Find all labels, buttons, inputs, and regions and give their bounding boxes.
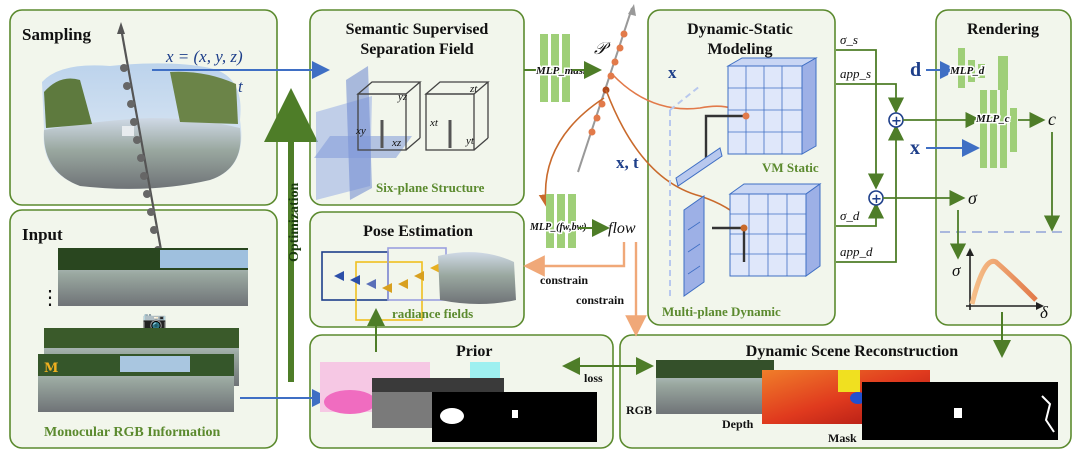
- vm-static-grid: [669, 57, 818, 300]
- radiance-fields-label: radiance fields: [392, 306, 473, 321]
- six-plane-structure: [314, 66, 490, 200]
- plane-xt: xt: [429, 117, 439, 129]
- mlp-fwbw-label: MLP_(fw,bw): [529, 222, 587, 233]
- optimization-label: Optimization: [287, 182, 302, 262]
- plane-xz: xz: [391, 137, 402, 149]
- delta-axis-label: δ: [1040, 303, 1049, 322]
- plus-icon-sigma: +: [871, 192, 882, 207]
- six-plane-label: Six-plane Structure: [376, 180, 485, 195]
- app-s-label: app_s: [840, 66, 871, 81]
- d-bold-label: d: [910, 59, 921, 81]
- mlp-c-block: [980, 90, 1017, 168]
- plane-xy: xy: [355, 125, 366, 137]
- t-label-sampling: t: [238, 77, 244, 96]
- scene-rgb-image: [656, 360, 774, 414]
- sampling-ray: [117, 22, 167, 273]
- sigma-s-line: [836, 49, 885, 190]
- app-s-line: [836, 83, 905, 114]
- ray-to-mlp-fwbw-curve: [538, 97, 605, 208]
- dynamic-static-title-line1: Dynamic-Static: [687, 21, 793, 38]
- monocular-label: Monocular RGB Information: [44, 425, 221, 440]
- semantic-title-line2: Separation Field: [360, 41, 473, 58]
- plane-yz: yz: [397, 91, 408, 103]
- dynamic-scene-title: Dynamic Scene Reconstruction: [746, 343, 959, 360]
- pose-frames: [321, 247, 516, 321]
- x-t-label: x, t: [616, 153, 639, 172]
- flow-label: flow: [608, 220, 636, 237]
- density-plot: [966, 248, 1044, 310]
- sigma-axis-label: σ: [952, 261, 961, 280]
- mlp-mask-label: MLP_mask: [535, 65, 589, 77]
- multi-plane-dynamic-grid: [683, 183, 822, 297]
- x-coords-label: x = (x, y, z): [165, 47, 243, 66]
- x-bold-label: x: [668, 63, 677, 82]
- pose-title: Pose Estimation: [363, 223, 473, 240]
- plane-yt: yt: [465, 135, 475, 147]
- depth-label: Depth: [722, 417, 754, 431]
- semantic-title-line1: Semantic Supervised: [346, 21, 489, 38]
- sigma-d-line: [836, 202, 885, 227]
- mask-label: Mask: [828, 431, 857, 445]
- sigma-d-label: σ_d: [840, 208, 860, 223]
- mlp-d-block: [958, 48, 1008, 90]
- loss-label: loss: [584, 371, 603, 385]
- sampling-title: Sampling: [22, 25, 91, 44]
- constrain-left-label: constrain: [540, 273, 588, 287]
- plus-icon-app: +: [891, 114, 902, 129]
- input-frame-1: [58, 248, 248, 306]
- scene-mask-image: [862, 382, 1058, 440]
- app-d-label: app_d: [840, 244, 873, 259]
- p-symbol: 𝒫: [594, 39, 611, 58]
- c-label: c: [1048, 109, 1056, 129]
- rgb-label: RGB: [626, 403, 652, 417]
- vm-static-label: VM Static: [762, 160, 819, 175]
- mlp-fwbw-block: [546, 194, 576, 248]
- sampling-scene-image: [42, 63, 242, 189]
- mlp-d-label: MLP_d: [949, 65, 985, 77]
- mlp-c-label: MLP_c: [975, 113, 1010, 125]
- multi-plane-dynamic-label: Multi-plane Dynamic: [662, 304, 781, 319]
- dynamic-static-title-line2: Modeling: [708, 41, 773, 58]
- ellipsis-dots: ⋮: [40, 285, 60, 309]
- prior-title: Prior: [456, 343, 492, 360]
- input-title: Input: [22, 225, 63, 244]
- rendering-title: Rendering: [967, 21, 1039, 38]
- constrain-down-label: constrain: [576, 293, 624, 307]
- prior-images: [320, 362, 597, 442]
- sigma-s-label: σ_s: [840, 32, 858, 47]
- sigma-rendering-label: σ: [968, 188, 978, 208]
- plane-zt: zt: [469, 83, 478, 95]
- svg-text:M: M: [44, 361, 58, 376]
- mlp-mask-block: [540, 34, 570, 102]
- input-frame-3: M: [38, 354, 234, 412]
- app-d-line: [836, 124, 905, 263]
- flow-to-pose-constrain-arrow: [523, 242, 626, 277]
- x-bold-rendering: x: [910, 137, 920, 159]
